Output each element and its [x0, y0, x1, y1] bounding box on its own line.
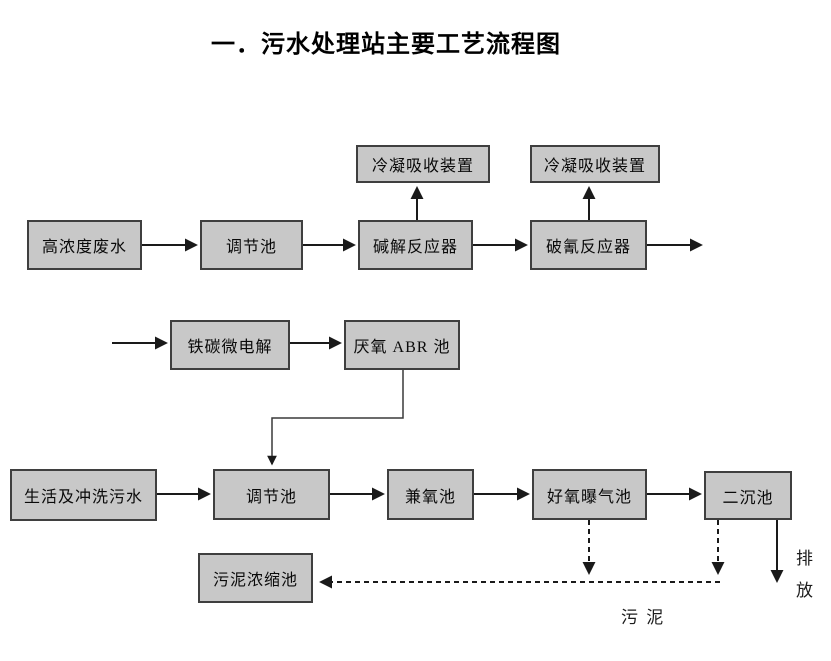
- page-title: 一．污水处理站主要工艺流程图: [211, 31, 561, 58]
- node-domestic-flushing-sewage: 生活及冲洗污水: [10, 469, 157, 521]
- node-cyanide-breaking-reactor: 破氰反应器: [530, 220, 647, 270]
- node-aerobic-aeration-tank: 好氧曝气池: [532, 469, 647, 520]
- node-condensation-absorption-unit-2: 冷凝吸收装置: [530, 145, 660, 183]
- node-alkaline-hydrolysis-reactor: 碱解反应器: [358, 220, 473, 270]
- node-anaerobic-abr-tank: 厌氧 ABR 池: [344, 320, 460, 370]
- node-sludge-thickening-tank: 污泥浓缩池: [198, 553, 313, 603]
- node-iron-carbon-microelectrolysis: 铁碳微电解: [170, 320, 290, 370]
- node-condensation-absorption-unit-1: 冷凝吸收装置: [356, 145, 490, 183]
- edge-abr-to-regulating2: [267, 370, 404, 466]
- node-facultative-tank: 兼氧池: [387, 469, 474, 520]
- node-secondary-sedimentation-tank: 二沉池: [704, 471, 792, 520]
- discharge-label: 排 放: [796, 549, 813, 600]
- sludge-label: 污 泥: [621, 608, 666, 627]
- node-regulating-tank-1: 调节池: [200, 220, 303, 270]
- node-high-concentration-wastewater: 高浓度废水: [27, 220, 142, 270]
- node-regulating-tank-2: 调节池: [213, 469, 330, 520]
